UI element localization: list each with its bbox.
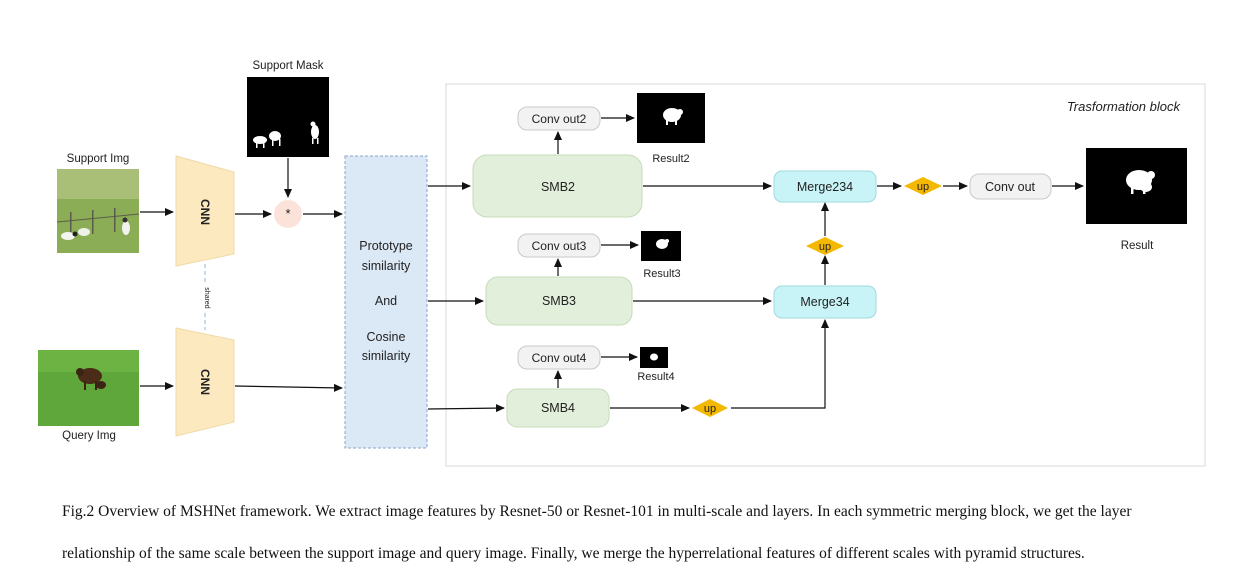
merge234-block xyxy=(773,170,877,203)
multiply-symbol: * xyxy=(285,206,290,221)
up-label-top: up xyxy=(917,181,929,193)
line-up-to-merge34 xyxy=(731,319,829,409)
smb2-block xyxy=(472,154,643,218)
result4-image xyxy=(640,347,668,368)
conv-out-block xyxy=(969,173,1052,200)
result2-image xyxy=(637,93,705,143)
result4-label: Result4 xyxy=(637,371,674,383)
conv-out3-label: Conv out3 xyxy=(532,239,587,253)
support-mask-label: Support Mask xyxy=(253,60,324,72)
conv-out4-block xyxy=(517,345,601,370)
support-img-label: Support Img xyxy=(67,153,130,165)
up-diamond-middle xyxy=(806,237,844,255)
transformation-block-label: Trasformation block xyxy=(1067,99,1182,114)
sim-text-3: And xyxy=(375,294,397,308)
up-label-bottom: up xyxy=(704,403,716,415)
final-result-label: Result xyxy=(1121,240,1154,252)
smb2-label: SMB2 xyxy=(541,180,575,194)
shared-label: shared xyxy=(203,287,210,309)
result3-image xyxy=(641,231,681,261)
smb3-label: SMB3 xyxy=(542,294,576,308)
query-image xyxy=(38,350,139,426)
transformation-block-frame xyxy=(445,83,1206,467)
arrow-cnn-bottom-to-sim xyxy=(234,383,343,392)
final-result-image xyxy=(1086,148,1187,224)
conv-out2-block xyxy=(517,106,601,131)
cnn-bottom-label: CNN xyxy=(198,369,212,395)
sim-text-4: Cosine xyxy=(367,330,406,344)
smb4-block xyxy=(506,388,610,428)
merge34-block xyxy=(773,285,877,319)
multiply-node xyxy=(274,200,302,228)
merge234-label: Merge234 xyxy=(797,180,853,194)
figure-caption-line-2: relationship of the same scale between t… xyxy=(62,545,1085,562)
similarity-block xyxy=(344,155,428,449)
conv-out-label: Conv out xyxy=(985,180,1036,194)
sim-text-5: similarity xyxy=(362,349,411,363)
sim-text-1: Prototype xyxy=(359,239,413,253)
query-img-label: Query Img xyxy=(62,430,116,442)
up-label-middle: up xyxy=(819,241,831,253)
smb4-label: SMB4 xyxy=(541,401,575,415)
sim-text-2: similarity xyxy=(362,259,411,273)
smb3-block xyxy=(485,276,633,326)
merge34-label: Merge34 xyxy=(800,295,849,309)
result2-label: Result2 xyxy=(652,153,689,165)
support-mask-image xyxy=(247,77,329,157)
conv-out3-block xyxy=(517,233,601,258)
support-image xyxy=(56,169,140,253)
cnn-top-block xyxy=(175,155,235,267)
up-diamond-bottom xyxy=(692,399,728,417)
result3-label: Result3 xyxy=(643,268,680,280)
figure-caption-line-1: Fig.2 Overview of MSHNet framework. We e… xyxy=(62,503,1132,520)
up-diamond-top xyxy=(904,177,942,195)
conv-out4-label: Conv out4 xyxy=(532,351,587,365)
cnn-top-label: CNN xyxy=(198,199,212,225)
cnn-bottom-block xyxy=(175,327,235,437)
arrow-sim-to-smb4 xyxy=(427,404,505,413)
conv-out2-label: Conv out2 xyxy=(532,112,587,126)
